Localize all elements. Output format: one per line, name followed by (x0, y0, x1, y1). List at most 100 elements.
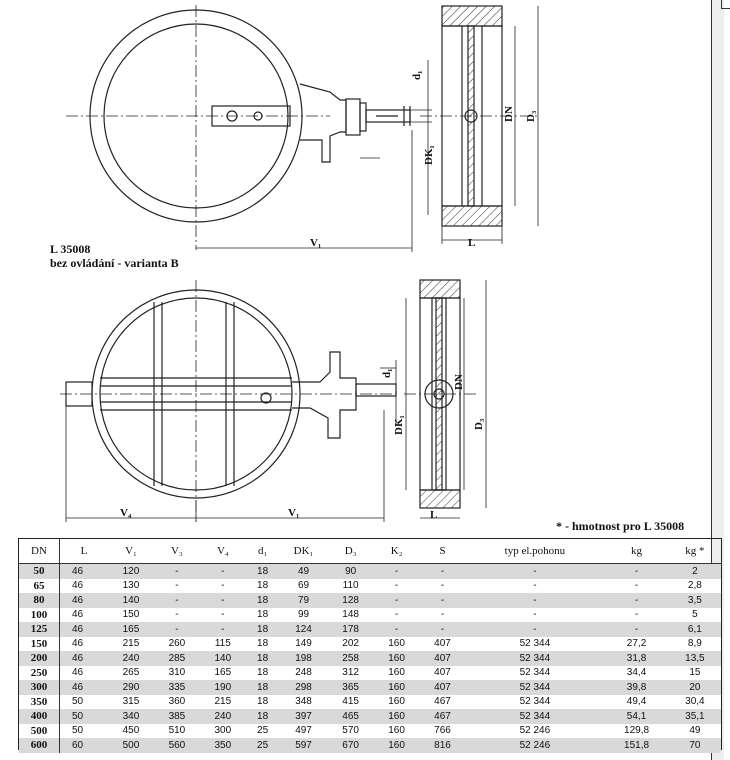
table-cell: 52 344 (465, 636, 605, 651)
table-cell: 260 (153, 636, 200, 651)
table-cell: 165 (108, 622, 154, 637)
table-cell: 407 (419, 636, 466, 651)
table-cell: - (199, 622, 246, 637)
table-cell: - (465, 563, 605, 579)
table-cell: 52 344 (465, 694, 605, 709)
table-cell: - (373, 578, 420, 593)
table-cell: 25 (245, 723, 280, 738)
table-cell: 285 (153, 651, 200, 666)
table-cell: - (153, 593, 200, 608)
table-cell: 500 (19, 723, 60, 738)
table-cell: 150 (19, 636, 60, 651)
table-cell: 27,2 (604, 636, 669, 651)
table-cell: 240 (108, 651, 154, 666)
table-cell: 450 (108, 723, 154, 738)
table-cell: 400 (19, 709, 60, 724)
table-cell: 348 (279, 694, 328, 709)
table-cell: 510 (153, 723, 200, 738)
table-cell: 18 (245, 593, 280, 608)
table-cell: 160 (373, 709, 420, 724)
table-cell: 52 344 (465, 680, 605, 695)
table-cell: 50 (19, 563, 60, 579)
table-cell: 18 (245, 563, 280, 579)
table-cell: 560 (153, 738, 200, 753)
table-cell: 160 (373, 651, 420, 666)
variant-label: bez ovládání - varianta B (50, 256, 179, 270)
table-cell: 6,1 (668, 622, 721, 637)
table-cell: 350 (19, 694, 60, 709)
table-cell: 350 (199, 738, 246, 753)
dim-v1-bottom: V₁ (288, 507, 299, 519)
col-header: kg * (668, 539, 721, 564)
col-header: V₃ (153, 539, 200, 564)
table-cell: 160 (373, 738, 420, 753)
table-cell: 52 246 (465, 738, 605, 753)
table-cell: 50 (59, 709, 108, 724)
dim-l-top: L (468, 237, 475, 249)
dim-l-bottom: L (430, 509, 437, 521)
col-header: typ el.pohonu (465, 539, 605, 564)
table-cell: 52 246 (465, 723, 605, 738)
table-cell: 65 (19, 578, 60, 593)
table-cell: - (153, 563, 200, 579)
table-cell: 148 (327, 607, 374, 622)
table-cell: 5 (668, 607, 721, 622)
col-header: V₁ (108, 539, 154, 564)
table-cell: - (419, 563, 466, 579)
table-cell: 190 (199, 680, 246, 695)
table-cell: 13,5 (668, 651, 721, 666)
table-cell: 160 (373, 694, 420, 709)
table-cell: 115 (199, 636, 246, 651)
table-cell: 69 (279, 578, 328, 593)
table-cell: 200 (19, 651, 60, 666)
table-cell: 50 (59, 694, 108, 709)
table-cell: 54,1 (604, 709, 669, 724)
table-cell: 18 (245, 651, 280, 666)
dim-d3-bottom: D₃ (473, 418, 485, 430)
page-corner (721, 0, 730, 9)
table-cell: - (604, 563, 669, 579)
table-cell: 39,8 (604, 680, 669, 695)
table-cell: - (604, 607, 669, 622)
table-cell: 124 (279, 622, 328, 637)
table-cell: 46 (59, 651, 108, 666)
table-cell: 265 (108, 665, 154, 680)
table-cell: 415 (327, 694, 374, 709)
bottom-front-view (60, 280, 397, 522)
table-cell: - (373, 607, 420, 622)
dim-d1-top: d₁ (411, 71, 423, 80)
table-cell: 110 (327, 578, 374, 593)
col-header: L (59, 539, 108, 564)
table-cell: 34,4 (604, 665, 669, 680)
table-header-row: DN L V₁ V₃ V₄ d₁ DK₁ D₃ K₂ S typ el.poho… (19, 539, 721, 564)
table-cell: 150 (108, 607, 154, 622)
table-cell: 52 344 (465, 665, 605, 680)
table-cell: 125 (19, 622, 60, 637)
table-cell: 18 (245, 709, 280, 724)
table-cell: - (199, 578, 246, 593)
table-cell: 300 (199, 723, 246, 738)
model-label: L 35008 (50, 242, 91, 256)
dim-v1-top: V₁ (310, 237, 321, 249)
dim-dn-bottom: DN (453, 374, 465, 390)
table-cell: 160 (373, 723, 420, 738)
table-cell: 31,8 (604, 651, 669, 666)
table-cell: 2 (668, 563, 721, 579)
table-cell: 198 (279, 651, 328, 666)
table-cell: 178 (327, 622, 374, 637)
table-cell: - (199, 607, 246, 622)
dim-v4: V₄ (120, 507, 132, 519)
table-cell: 90 (327, 563, 374, 579)
table-cell: 18 (245, 680, 280, 695)
weight-note: * - hmotnost pro L 35008 (556, 519, 685, 533)
table-cell: 52 344 (465, 651, 605, 666)
